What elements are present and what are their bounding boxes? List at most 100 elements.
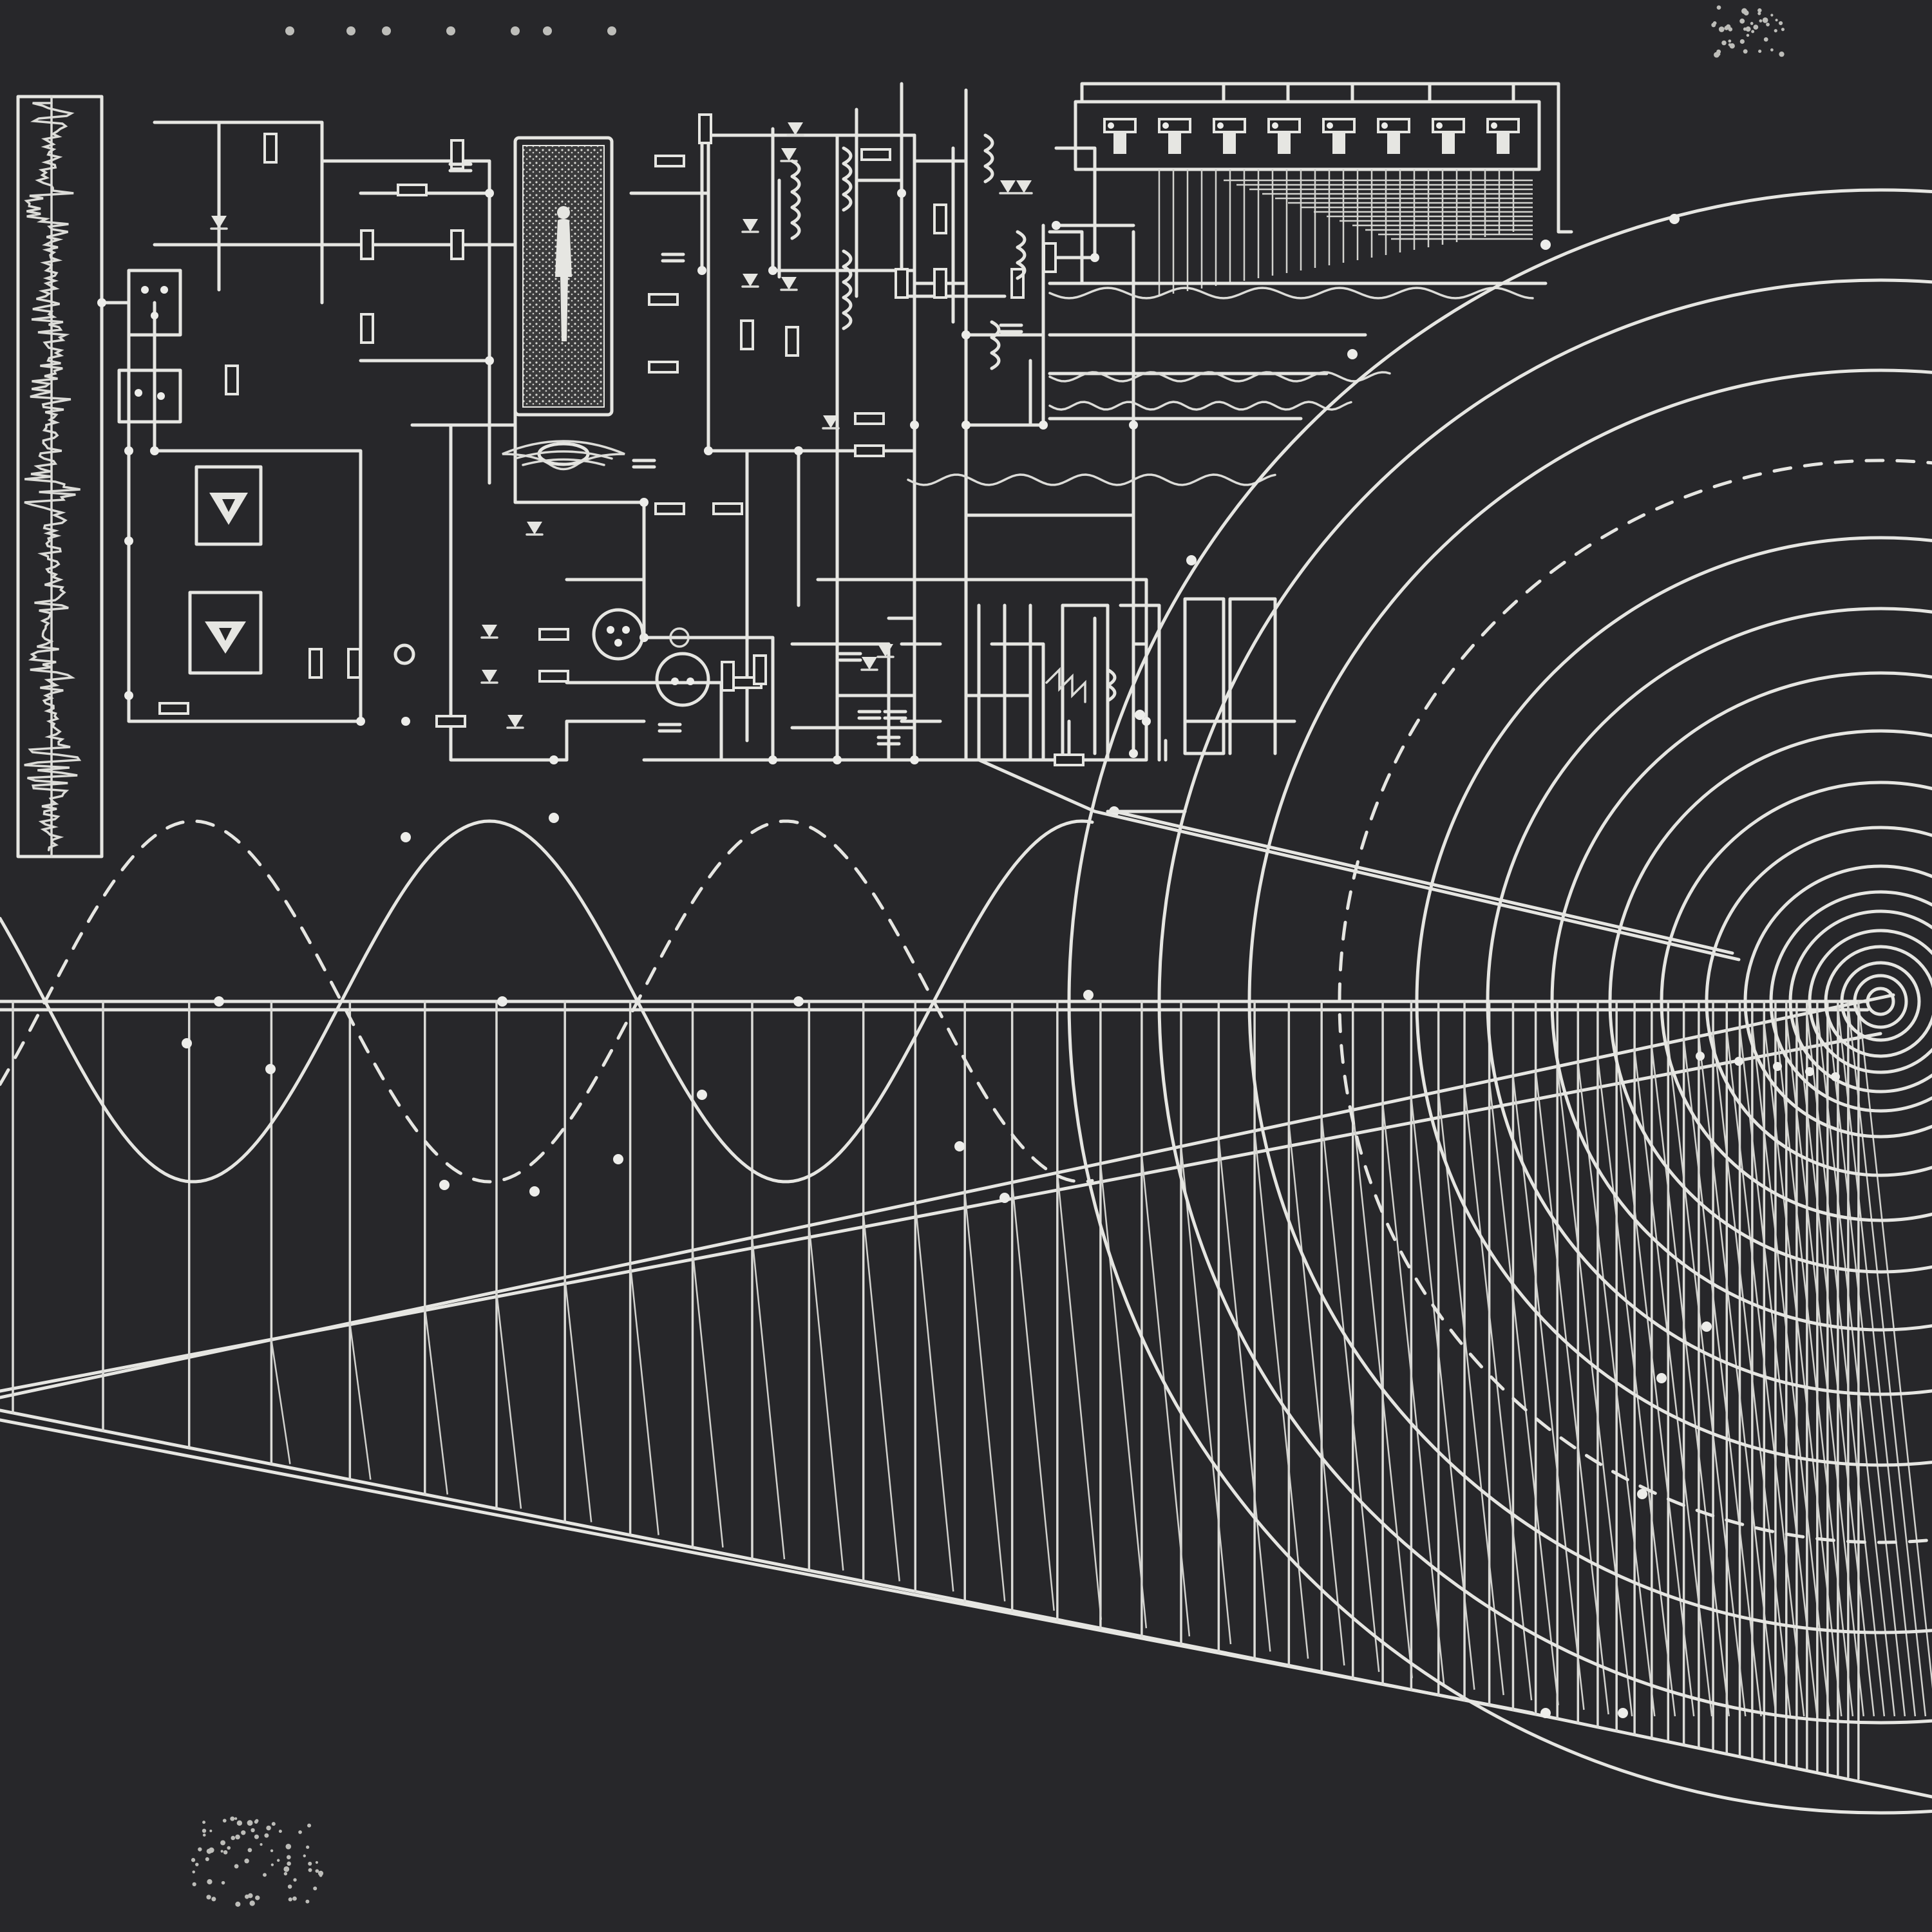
speck-dot [286, 1855, 291, 1860]
concentric-ring [1550, 671, 1932, 1332]
concentric-ring [1769, 890, 1932, 1113]
dot-cluster-bottom-left [191, 1816, 324, 1907]
human-figure-panel [513, 136, 614, 417]
resistor [347, 648, 361, 679]
speck-dot [1725, 24, 1731, 30]
speck-dot [1758, 49, 1762, 53]
switch-lever [1442, 132, 1455, 154]
diode [527, 522, 542, 535]
speck-dot [241, 1830, 246, 1835]
junction-node [1052, 221, 1061, 230]
hatch-line [1857, 1002, 1932, 1689]
wave-node [529, 1186, 540, 1197]
ring-node [1805, 1067, 1814, 1076]
junction-node [961, 421, 971, 430]
ring-node [1773, 1062, 1782, 1071]
human-figure [555, 206, 572, 341]
speck-dot [306, 1845, 310, 1849]
ring-node [1186, 555, 1197, 565]
speck-dot [202, 1821, 206, 1824]
junction-node [1129, 421, 1138, 430]
junction-node [549, 755, 558, 764]
hatch-line [1785, 1018, 1865, 1717]
junction-node [401, 717, 410, 726]
hatch-line [1806, 1013, 1886, 1717]
junction-node [485, 189, 494, 198]
switch-lever [1223, 132, 1236, 154]
junction-node [124, 446, 133, 455]
speck-dot [1766, 23, 1770, 27]
switch-lever [1278, 132, 1291, 154]
hatch-line [1011, 1182, 1055, 1611]
speck-dot [1739, 39, 1745, 44]
wave-node [497, 996, 507, 1007]
wave-node [182, 1038, 192, 1048]
hatch-line [1141, 1154, 1191, 1637]
hatch-line [914, 1202, 954, 1592]
speck-dot [283, 1871, 288, 1876]
speck-dot [230, 1816, 235, 1821]
hatch-line [270, 1340, 291, 1464]
speck-dot [292, 1896, 297, 1901]
junction-node [1142, 717, 1151, 726]
inductor-coil [842, 249, 853, 330]
hatch-line [808, 1225, 844, 1571]
speck-dot [303, 1854, 306, 1857]
ring-node [1637, 1489, 1647, 1499]
speck-dot [1750, 22, 1754, 25]
hatch-line [1837, 1007, 1917, 1717]
hatch-line [1751, 1025, 1831, 1717]
speck-dot [285, 1843, 292, 1850]
speck-dot [607, 26, 616, 35]
diode [507, 715, 523, 728]
switch-pin [1491, 122, 1497, 129]
speck-dot [305, 1899, 310, 1904]
wave-node [999, 1193, 1010, 1203]
speck-dot [270, 1849, 274, 1853]
resistor [895, 268, 909, 299]
junction-node [1039, 421, 1048, 430]
hatch-line [692, 1250, 724, 1548]
junction-node [794, 446, 803, 455]
speck-dot [276, 1859, 280, 1862]
circuit-schematic [97, 82, 1296, 766]
diode [482, 625, 497, 638]
concentric-ring [1840, 961, 1921, 1042]
junction-node [704, 446, 713, 455]
concentric-ring [1338, 459, 1932, 1544]
speck-dot [319, 1873, 323, 1877]
speck-dot [298, 1830, 302, 1834]
resistor [860, 148, 891, 161]
wave-node [401, 832, 411, 842]
switch-lever [1387, 132, 1400, 154]
dot-cluster-top-right [1711, 5, 1785, 58]
speck-dot [1739, 18, 1745, 24]
switch-pin [1272, 122, 1278, 129]
speck-dot [1746, 33, 1750, 37]
speck-dot [263, 1873, 267, 1877]
speck-dot [1711, 23, 1716, 28]
speck-dot [287, 1884, 292, 1889]
speck-dot [247, 1893, 253, 1899]
speck-dot [202, 1828, 207, 1833]
meter-left [592, 608, 645, 661]
resistor [538, 670, 569, 683]
resistor [225, 365, 239, 395]
ring-node [1669, 214, 1680, 224]
speck-dot [511, 26, 520, 35]
winged-emblem [502, 440, 625, 471]
speck-dot [1716, 5, 1721, 10]
switch-pin [1327, 122, 1333, 129]
speck-dot [205, 1857, 209, 1861]
concentric-ring [1788, 909, 1932, 1094]
speck-dot [270, 1863, 274, 1866]
concentric-ring [1808, 929, 1932, 1074]
junction-node [697, 266, 706, 275]
resistor [360, 313, 374, 344]
resistor [854, 444, 885, 457]
switch-pin [1381, 122, 1388, 129]
speck-dot [1762, 17, 1768, 23]
diode [482, 670, 497, 683]
diode [788, 122, 803, 135]
